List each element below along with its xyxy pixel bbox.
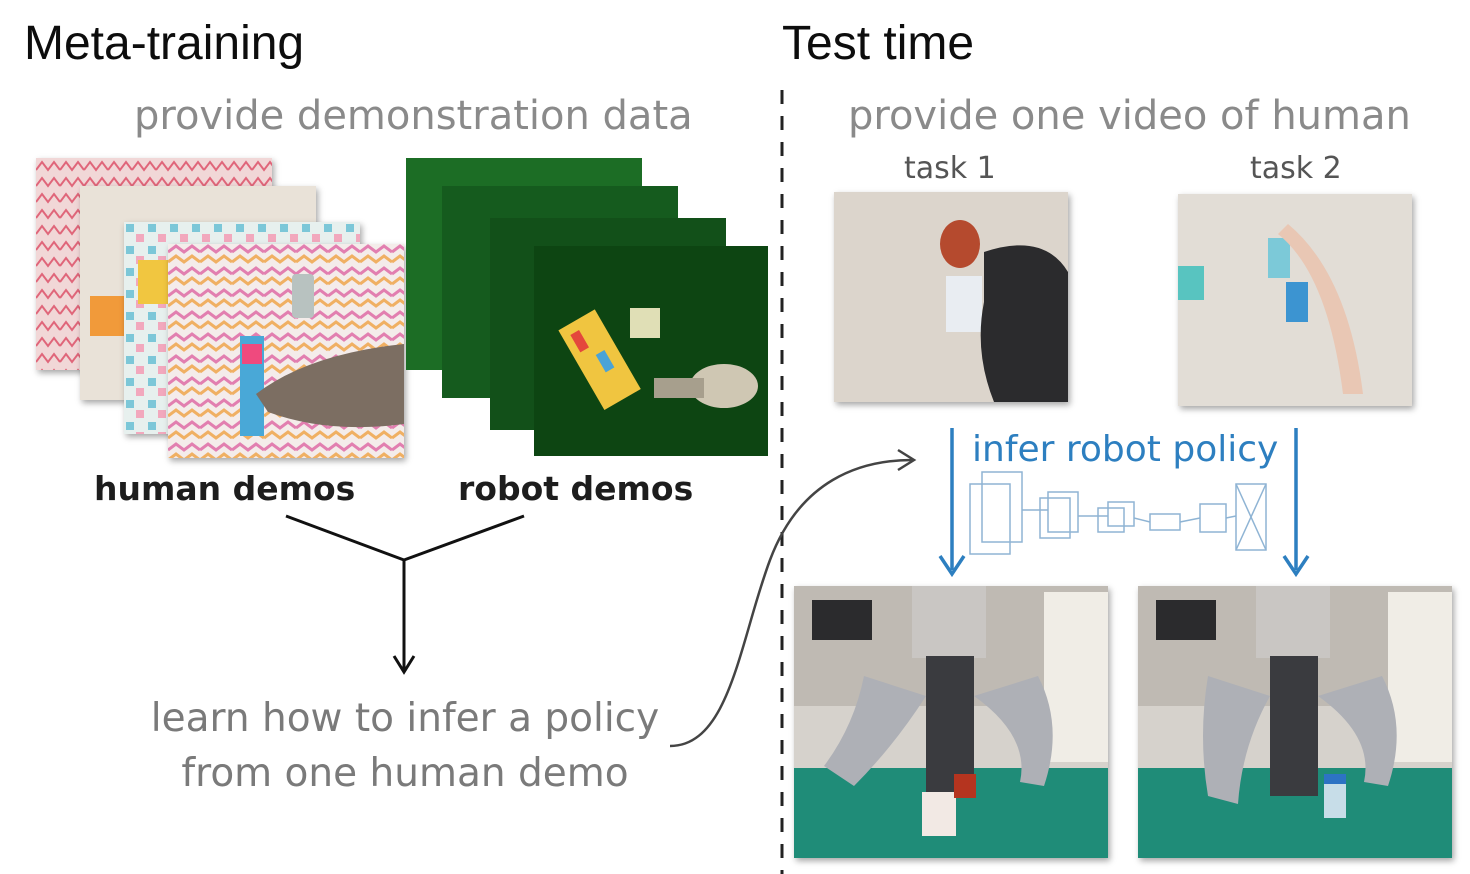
task-1-human-video	[834, 192, 1068, 402]
network-diagram-icon	[969, 471, 1267, 555]
human-demos-label: human demos	[94, 469, 356, 508]
merge-branch-left	[285, 514, 405, 562]
task-1-robot-execution	[794, 586, 1108, 858]
merge-arrowhead	[392, 655, 416, 675]
learn-policy-text: learn how to infer a policy from one hum…	[120, 692, 690, 801]
human-video-subtitle: provide one video of human	[848, 93, 1411, 139]
task-2-robot-execution	[1138, 586, 1452, 858]
policy-transfer-arrow	[669, 458, 913, 748]
robot-demo-frame	[534, 246, 768, 456]
merge-branch-right	[403, 514, 525, 562]
infer-robot-policy-label: infer robot policy	[972, 429, 1279, 470]
task-1-label: task 1	[904, 151, 996, 186]
meta-training-heading: Meta-training	[24, 17, 305, 70]
dashed-divider	[780, 90, 784, 874]
human-demo-frame	[168, 244, 404, 458]
policy-transfer-arrowhead	[897, 448, 917, 472]
task-2-human-video	[1178, 194, 1412, 406]
blue-arrows-and-network	[938, 428, 1310, 578]
learn-text-line-1: learn how to infer a policy	[150, 696, 660, 741]
test-time-heading: Test time	[782, 17, 975, 70]
task-2-label: task 2	[1250, 151, 1342, 186]
demonstration-data-subtitle: provide demonstration data	[134, 93, 693, 139]
learn-text-line-2: from one human demo	[181, 750, 629, 796]
robot-demos-label: robot demos	[458, 469, 694, 508]
